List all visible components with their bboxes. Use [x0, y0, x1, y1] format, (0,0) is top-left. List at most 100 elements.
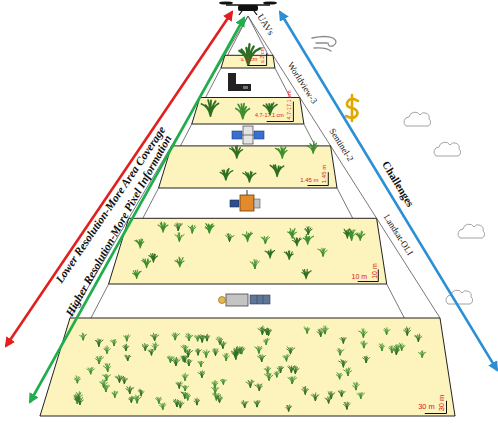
- grass-tuft: [121, 376, 127, 383]
- grass-tuft: [160, 403, 166, 409]
- grass-tuft: [173, 399, 180, 406]
- panel-grid: [257, 295, 258, 304]
- dimension-label: ≤ 2 cm: [260, 47, 266, 63]
- panel-grid: [263, 295, 264, 304]
- grass-tuft: [348, 232, 355, 240]
- grass-tuft: [188, 225, 196, 233]
- grass-tuft: [150, 333, 158, 340]
- grass-tuft: [202, 100, 219, 116]
- satellite-body: [226, 294, 248, 306]
- grass-tuft: [337, 349, 344, 355]
- grass-tuft: [124, 335, 131, 341]
- grass-tuft: [336, 373, 342, 379]
- grass-tuft: [103, 374, 111, 380]
- grass-tuft: [220, 169, 233, 180]
- sensor-name: Landsat-OLI: [382, 213, 415, 257]
- sensor-name: Sentinel-2: [327, 127, 354, 163]
- solar-panel: [250, 295, 270, 304]
- resolution-plane: [109, 218, 387, 284]
- grass-tuft: [220, 379, 226, 384]
- grass-tuft: [305, 227, 312, 235]
- dimension-label: ≤ 2 cm: [241, 58, 257, 64]
- grass-tuft: [226, 234, 234, 242]
- grass-tuft: [177, 402, 184, 408]
- grass-tuft: [361, 341, 368, 348]
- grass-tuft: [255, 346, 262, 353]
- grass-tuft: [353, 382, 360, 389]
- grass-tuft: [176, 382, 182, 388]
- drone-icon: [219, 1, 277, 15]
- drone-rotor: [263, 1, 277, 4]
- grass-tuft: [288, 229, 297, 239]
- grass-tuft: [246, 380, 254, 387]
- dimension-label: 4.7-17.1 cm: [287, 90, 293, 119]
- grass-tuft: [286, 405, 292, 411]
- antenna: [247, 190, 248, 195]
- grass-tuft: [135, 239, 144, 248]
- satellite-body: [240, 195, 254, 211]
- wind-icon: [312, 37, 336, 52]
- grass-tuft: [156, 397, 162, 403]
- grass-tuft: [265, 372, 273, 380]
- grass-tuft: [95, 339, 103, 346]
- wind-stroke: [312, 37, 336, 47]
- axis-label: Higher Resolution-More Pixel Information: [64, 133, 174, 318]
- landsat-satellite-icon: [219, 294, 271, 306]
- sensor-box: [254, 199, 260, 208]
- grass-tuft: [87, 368, 95, 374]
- grass-tuft: [339, 360, 347, 367]
- resolution-arrow: [30, 18, 244, 402]
- axis-label: Lower Resolution-More Area Coverage: [54, 125, 168, 286]
- grass-tuft: [142, 259, 151, 268]
- dimension-label: 1.45 m: [300, 177, 318, 183]
- grass-tuft: [274, 371, 280, 377]
- dimension-label: 30 m: [418, 404, 435, 412]
- grass-tuft: [404, 327, 411, 335]
- grass-tuft: [185, 394, 191, 400]
- grass-tuft: [133, 395, 141, 403]
- solar-panel: [230, 200, 239, 207]
- dimension-label: 1.45 m: [321, 165, 327, 183]
- grass-tuft: [198, 361, 204, 366]
- grass-tuft: [186, 359, 192, 365]
- grass-tuft: [195, 349, 201, 355]
- grass-tuft: [265, 249, 275, 258]
- grass-tuft: [307, 142, 319, 154]
- pyramid: [40, 16, 455, 416]
- wind-stroke: [314, 48, 331, 51]
- antenna-dish: [219, 297, 226, 304]
- grass-tuft: [175, 257, 184, 267]
- grass-tuft: [212, 381, 218, 388]
- grass-tuft: [104, 346, 110, 353]
- wind-stroke: [316, 42, 327, 43]
- grass-tuft: [254, 400, 260, 406]
- grass-tuft: [212, 387, 219, 393]
- dollar-icon: [346, 95, 358, 121]
- drone-rotor: [219, 1, 233, 4]
- grass-tuft: [415, 334, 422, 341]
- grass-tuft: [338, 390, 345, 396]
- cloud: [458, 224, 485, 238]
- grass-tuft: [175, 233, 184, 241]
- grass-tuft: [198, 371, 205, 378]
- grass-tuft: [148, 349, 154, 355]
- worldview-satellite-icon: [232, 126, 264, 144]
- grass-tuft: [255, 384, 263, 391]
- grass-tuft: [123, 344, 129, 350]
- grass-tuft: [194, 398, 199, 405]
- grass-tuft: [182, 386, 189, 391]
- grass-tuft: [270, 165, 284, 176]
- grass-tuft: [357, 393, 365, 399]
- grass-tuft: [243, 232, 253, 242]
- grass-tuft: [340, 337, 347, 343]
- grass-tuft: [74, 376, 80, 383]
- drone-body: [238, 5, 258, 11]
- grass-tuft: [223, 353, 230, 360]
- grass-tuft: [303, 235, 313, 245]
- resolution-plane: [40, 318, 455, 416]
- resolution-plane: [159, 146, 337, 188]
- grass-tuft: [172, 333, 180, 340]
- grass-tuft: [110, 340, 116, 346]
